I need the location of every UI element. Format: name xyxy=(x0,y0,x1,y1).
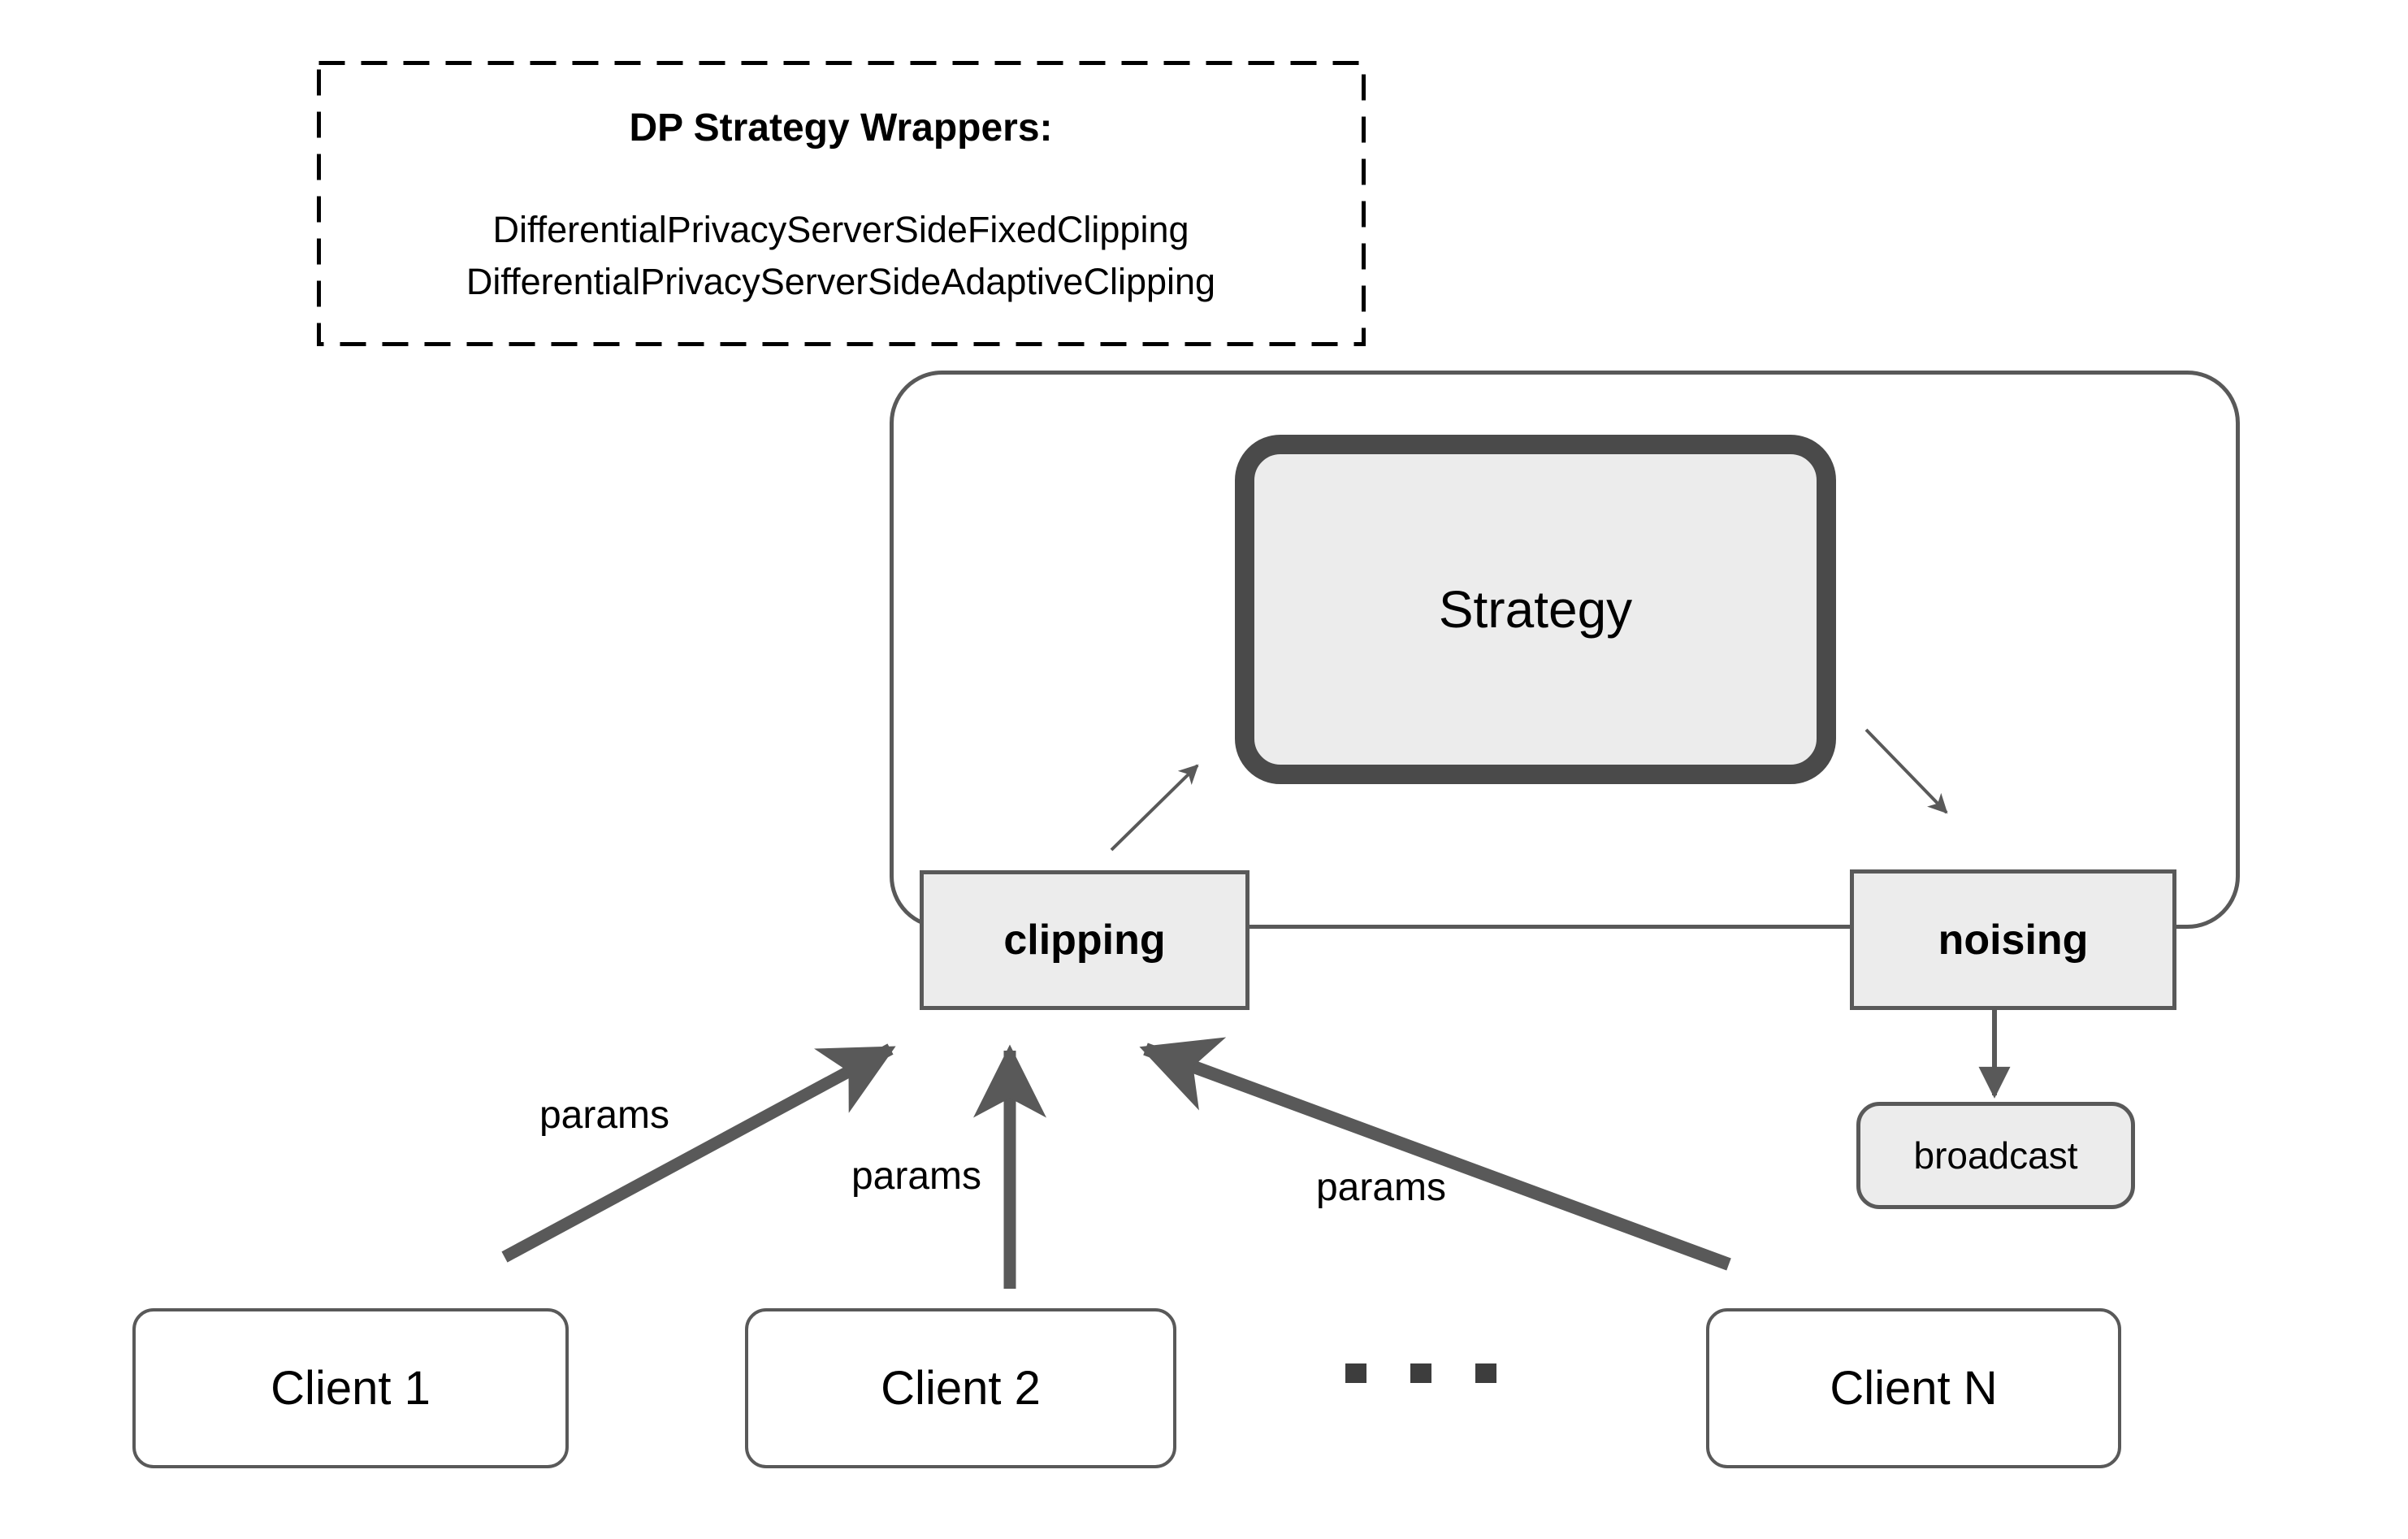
params-label-client2: params xyxy=(851,1154,982,1198)
params-label-client1: params xyxy=(539,1093,670,1137)
strategy-label: Strategy xyxy=(1438,580,1633,639)
dp-wrappers-note-border xyxy=(317,61,1366,346)
strategy-box xyxy=(1235,435,1836,784)
client-n-label: Client N xyxy=(1830,1362,1998,1415)
wrapper-class-adaptive-clipping: DifferentialPrivacyServerSideAdaptiveCli… xyxy=(466,261,1216,302)
client-2-label: Client 2 xyxy=(881,1362,1041,1415)
clipping-box xyxy=(920,870,1249,1010)
clipping-to-strategy-arrow xyxy=(1110,764,1199,852)
noising-label: noising xyxy=(1938,916,2089,964)
client-n-box xyxy=(1706,1308,2121,1468)
broadcast-box xyxy=(1856,1102,2135,1209)
note-title: DP Strategy Wrappers: xyxy=(629,106,1053,150)
strategy-to-noising-arrow xyxy=(1864,728,1948,814)
client-1-label: Client 1 xyxy=(271,1362,431,1415)
client-2-box xyxy=(745,1308,1176,1468)
wrapper-class-fixed-clipping: DifferentialPrivacyServerSideFixedClippi… xyxy=(492,209,1189,250)
ellipsis-dot xyxy=(1475,1363,1496,1383)
params-label-clientN: params xyxy=(1315,1165,1447,1209)
ellipsis-dots xyxy=(1345,1363,1496,1383)
broadcast-label: broadcast xyxy=(1913,1134,2078,1177)
client-1-box xyxy=(132,1308,569,1468)
ellipsis-dot xyxy=(1345,1363,1366,1383)
ellipsis-dot xyxy=(1410,1363,1431,1383)
clientN-params-arrow xyxy=(1139,1037,1731,1271)
noising-box xyxy=(1850,869,2176,1010)
client1-params-arrow xyxy=(501,1043,896,1263)
server-boundary xyxy=(890,371,2240,929)
clipping-label: clipping xyxy=(1003,917,1166,964)
